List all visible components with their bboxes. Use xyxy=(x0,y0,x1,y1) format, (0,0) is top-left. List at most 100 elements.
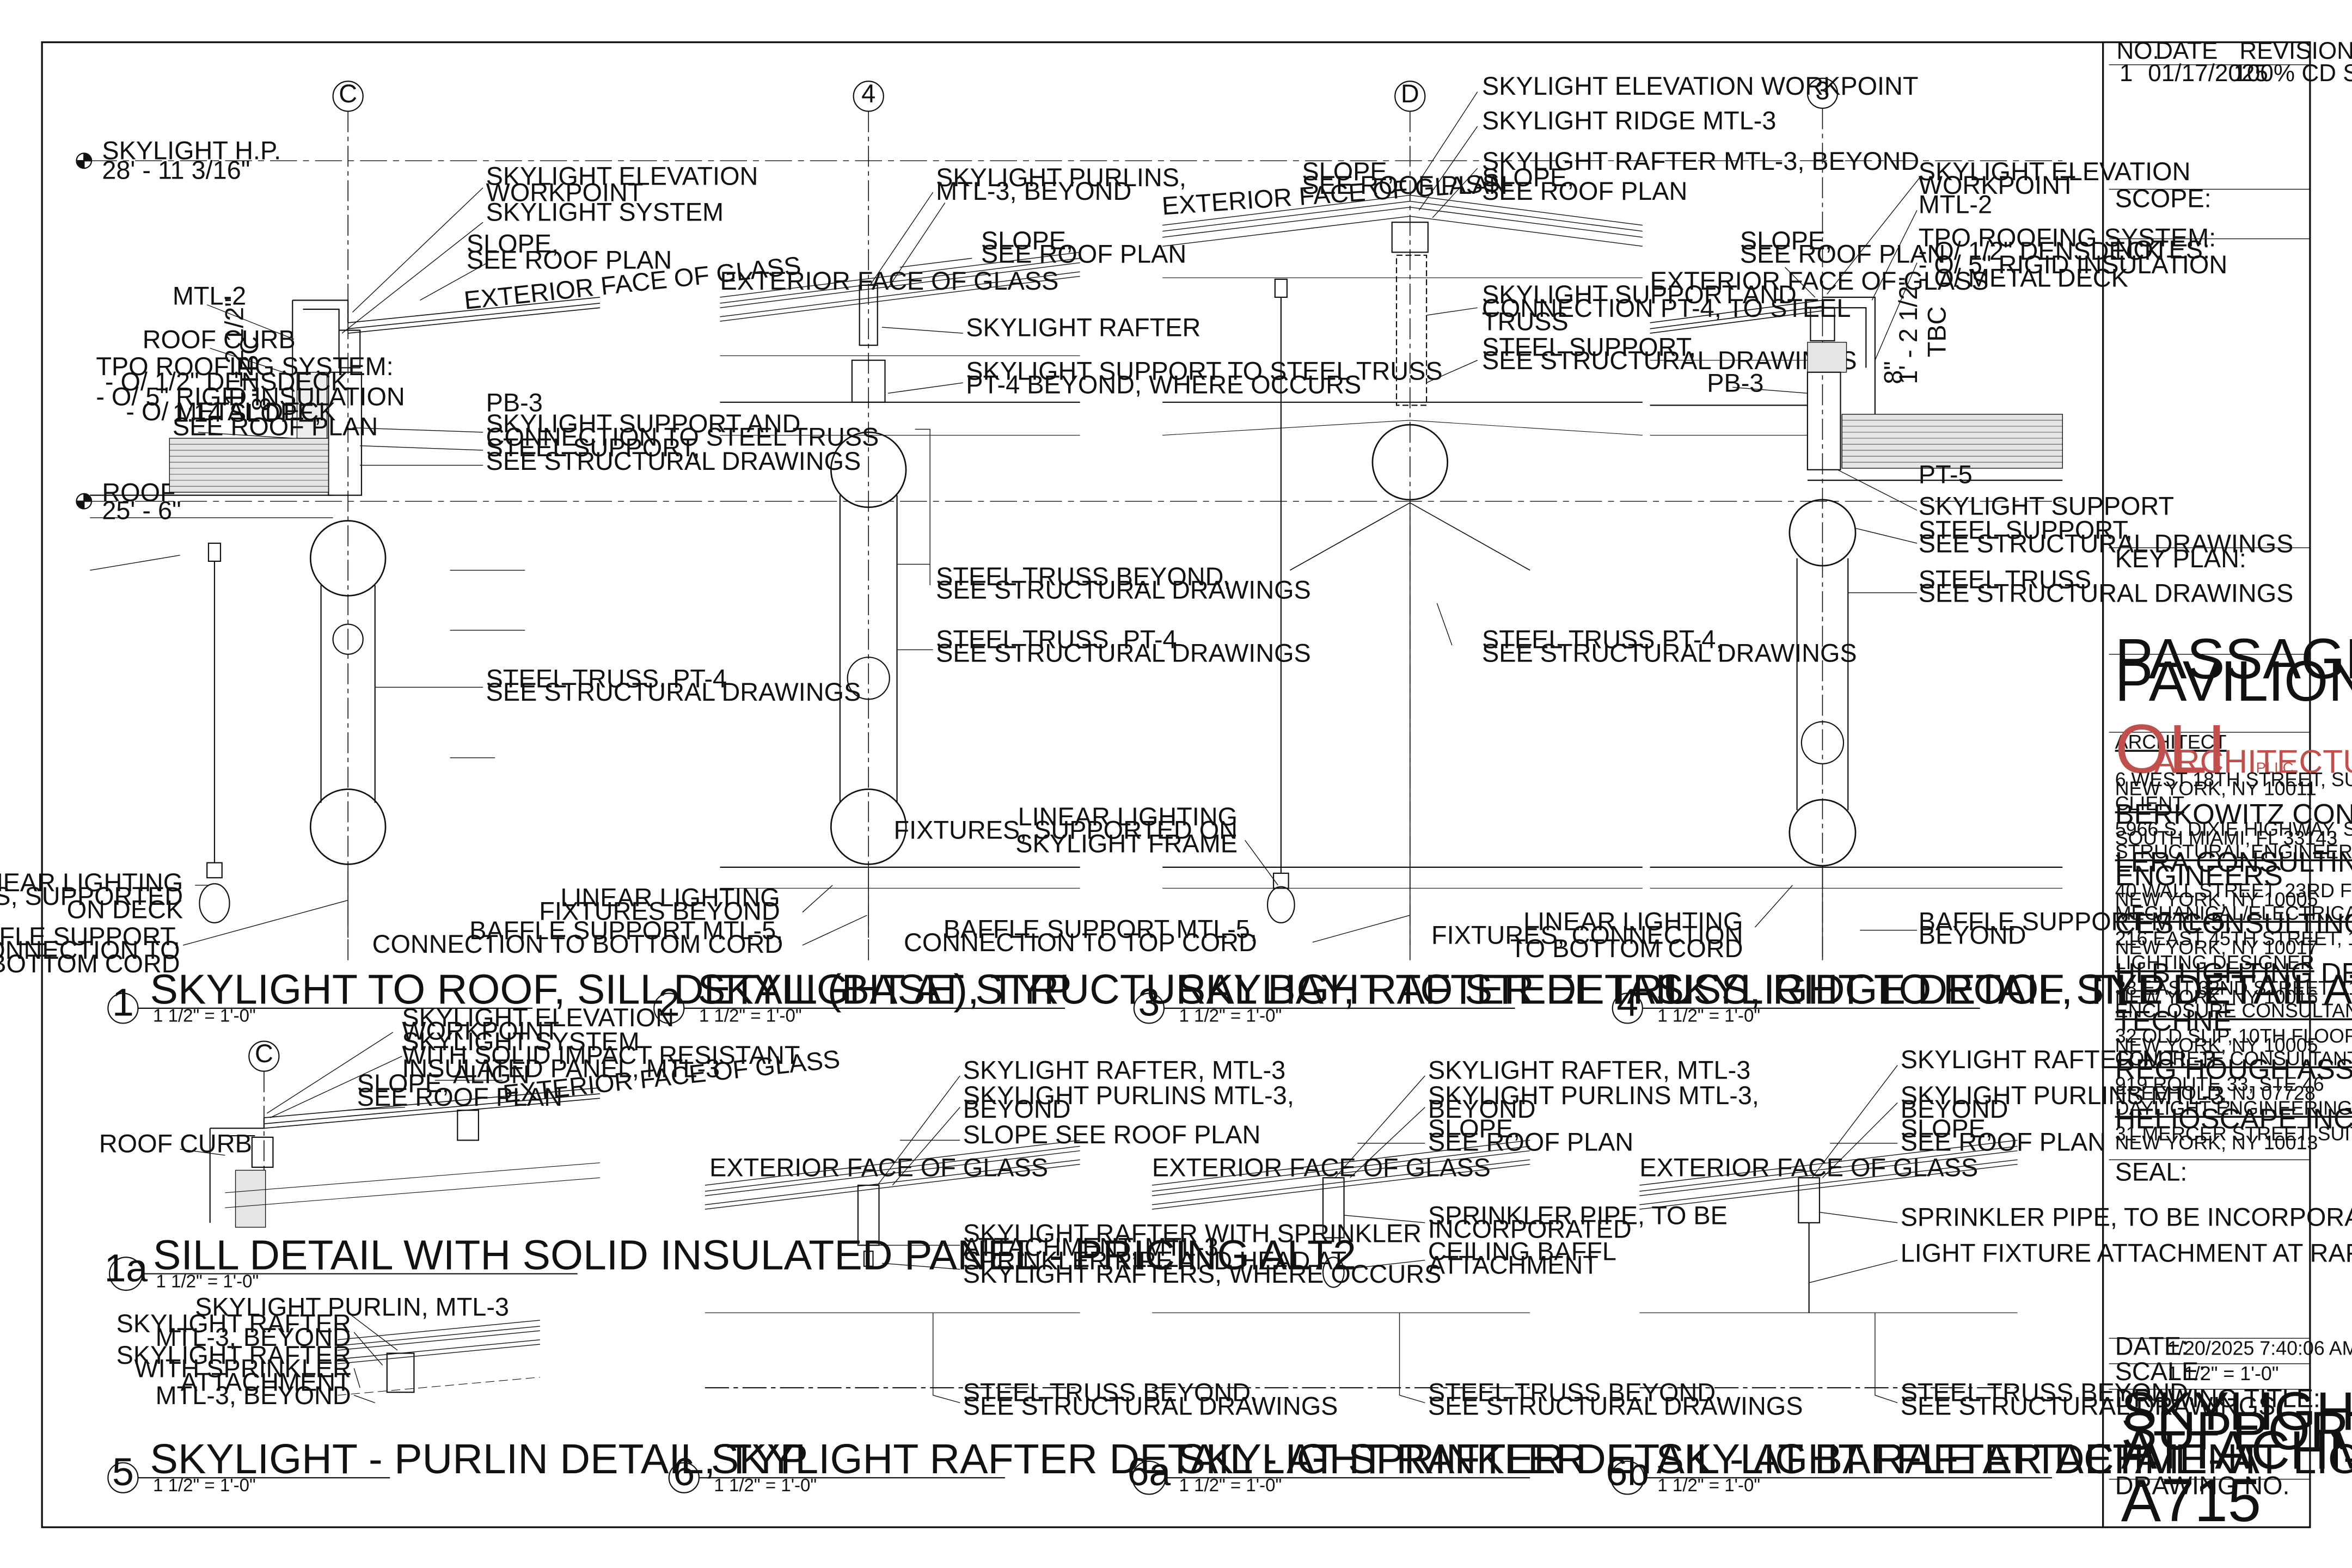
note-line: STEEL TRUSS BEYOND, xyxy=(1901,1379,2195,1407)
note: SKYLIGHT RAFTER, MTL-3 xyxy=(1428,1056,1750,1084)
note: SKYLIGHT RIDGE MTL-3 xyxy=(1482,106,1776,134)
firm-name: CES CONSULTING ENGINEERING SERVICES xyxy=(2115,908,2352,940)
role-label: CONCRETE CONSULTANT xyxy=(2115,1048,2352,1070)
note: 1:14 SLOPE,SEE ROOF PLAN xyxy=(173,399,378,441)
note: SKYLIGHT PURLINS MTL-3,BEYOND xyxy=(963,1081,1294,1123)
note: SKYLIGHT RAFTER MTL-3 xyxy=(1901,1045,2216,1074)
note-line: 1:14 SLOPE, xyxy=(173,399,321,427)
detail-title-4: 4 SKYLIGHT TO ROOF SILL DETAIL AT ENDS, … xyxy=(1612,966,2352,1026)
architect-block: ARCHITECT OLI ARCHITECTURE PLLC 6 WEST 1… xyxy=(2115,710,2352,799)
note-line: SEE ROOF PLAN xyxy=(1482,177,1687,205)
note-line: STEEL SUPPORT, xyxy=(1919,516,2133,544)
note-line: TPO ROOFING SYSTEM: xyxy=(96,352,393,381)
detail-title-6a: 6a SKYLIGHT RAFTER DETAIL - AT BAFFLE AT… xyxy=(1128,1436,2263,1496)
note-line: SPRINKLER PIPE, TO BE xyxy=(1428,1202,1728,1230)
note: SLOPE,SEE ROOF PLAN xyxy=(981,226,1186,268)
address-line: NEW YORK, NY 10016 xyxy=(2115,987,2318,1008)
grid-line-c-1a: C xyxy=(248,1039,280,1200)
note-line: BEYOND xyxy=(963,1095,1071,1123)
note-line: SEE STRUCTURAL DRAWINGS xyxy=(1428,1392,1803,1420)
note-line: BAFFLE SUPPORT, xyxy=(0,922,180,951)
grid-bubble-label: C xyxy=(339,79,357,108)
note: SLOPE,SEE ROOF PLAN xyxy=(1482,163,1687,205)
note-line: - O/ METAL DECK xyxy=(1919,264,2128,292)
note-line: SLOPE, xyxy=(1740,226,1832,255)
note-line: SKYLIGHT SYSTEM xyxy=(402,1027,639,1056)
detail-scale: 1 1/2" = 1'-0" xyxy=(714,1475,817,1496)
daylight-block: DAYLIGHT ENGINEERING CONSULTANT HELIOSCA… xyxy=(2115,1098,2352,1154)
note-line: SKYLIGHT SYSTEM xyxy=(486,198,724,226)
note-line: WITH SOLID IMPACT RESISTANT xyxy=(402,1041,800,1069)
note: BAFFLE SUPPORT MTL-5,BEYOND xyxy=(1919,908,2232,950)
note: SKYLIGHT RAFTER, MTL-3 xyxy=(963,1056,1285,1084)
note-line: SEE ROOF PLAN xyxy=(1428,1128,1633,1156)
note: SKYLIGHT PURLIN, MTL-3 xyxy=(195,1293,509,1321)
detail-2-graphics xyxy=(720,252,1080,938)
date-value: 1/20/2025 7:40:06 AM xyxy=(2167,1337,2352,1359)
grid-bubble-label: D xyxy=(1401,79,1419,108)
note: SKYLIGHT RAFTER xyxy=(966,314,1200,342)
role-label: STRUCTURAL ENGINEER xyxy=(2115,841,2352,862)
detail-5-graphics xyxy=(337,1320,540,1396)
sheet-border xyxy=(41,41,2311,1528)
client-block: CLIENT BERKOWITZ CONTEMPORARY FOUNDATION… xyxy=(2115,793,2352,849)
drawing-title-label: DRAWING TITLE: xyxy=(2115,1385,2320,1413)
note-line: - O/ 1/2" DENSDECK xyxy=(1919,237,2161,265)
detail-title-6b: 6b SKYLIGHT RAFTER DETAIL - AT LIGHT FIX… xyxy=(1606,1436,2352,1496)
concrete-block: CONCRETE CONSULTANT REG HOUGH ASSOCIATES… xyxy=(2115,1048,2352,1104)
detail-1a-graphics xyxy=(209,1080,601,1228)
detail-2-notes: SKYLIGHT PURLINS,MTL-3, BEYOND SLOPE,SEE… xyxy=(372,163,1443,958)
detail-title: SKYLIGHT TO ROOF, SILL DETAIL (BASE), TY… xyxy=(150,966,1072,1013)
dimension: 8" xyxy=(247,388,275,412)
detail-number: 2 xyxy=(658,981,680,1025)
note: STEEL TRUSS,SEE STRUCTURAL DRAWINGS xyxy=(1919,565,2294,607)
note-line: SEE STRUCTURAL DRAWINGS xyxy=(963,1392,1338,1420)
note: PB-3 xyxy=(1707,369,1763,397)
grid-bubble-label: 4 xyxy=(861,79,875,108)
note-line: STEEL SUPPORT, xyxy=(486,433,700,462)
note: LIGHT FIXTURE ATTACHMENT AT RAFTER xyxy=(1901,1239,2352,1267)
address-line: 6 WEST 18TH STREET, SUITE 2A xyxy=(2115,769,2352,791)
note-line: WITH SPRINKLER xyxy=(134,1355,351,1383)
note: EXTERIOR FACE OF GLASS xyxy=(709,1153,1048,1181)
level-marker-roof: ROOF 25' - 6" xyxy=(76,479,181,525)
note: SLOPE,SEE ROOF PLAN xyxy=(1901,1114,2106,1156)
scope-label: SCOPE: xyxy=(2115,185,2212,213)
enclosure-block: ENCLOSURE CONSULTANT TECHNE 32 OLD SLIP,… xyxy=(2115,1000,2352,1056)
note: TPO ROOFING SYSTEM: - O/ 1/2" DENSDECK -… xyxy=(1919,223,2227,292)
note-line: STEEL TRUSS, PT-4 xyxy=(486,664,727,693)
note: PB-3 xyxy=(486,388,543,416)
note: ALIGN xyxy=(453,1061,530,1089)
title-block: NO. DATE REVISION 1 01/17/2025 100% CD S… xyxy=(2109,38,2352,1534)
note-line: SKYLIGHT SUPPORT AND xyxy=(1482,280,1797,309)
detail-number: 6a xyxy=(1128,1450,1171,1494)
address-line: NEW YORK, NY 10011 xyxy=(2115,778,2317,800)
note-line: BAFFLE SUPPORT MTL-5, xyxy=(944,915,1257,943)
note-line: FIXTURES, SUPPORTED ON xyxy=(894,816,1238,844)
note-line: TPO ROOFING SYSTEM: xyxy=(1919,223,2216,252)
note-line: PT-4 BEYOND, WHERE OCCURS xyxy=(966,370,1361,399)
firm-name: ENGINEERS xyxy=(2115,860,2283,892)
note: SLOPE,SEE ROOF PLAN xyxy=(1302,157,1507,199)
note-line: STEEL TRUSS PT-4, xyxy=(1482,626,1723,654)
note: EXTERIOR FACE OF GLASS xyxy=(1639,1153,1978,1181)
note-line: CONNECTION TO BOTTOM CORD xyxy=(372,930,783,958)
note-line: INSULATED PANEL, MTL-3 xyxy=(402,1055,720,1083)
note: BAFFLE SUPPORT MTL-5,CONNECTION TO TOP C… xyxy=(904,915,1257,957)
grid-line-c: C xyxy=(332,79,364,960)
project-name-line: PAVILION xyxy=(2115,650,2352,713)
detail-4-graphics xyxy=(1650,296,2063,960)
note-line: WORKPOINT xyxy=(402,1017,559,1045)
detail-title: SKYLIGHT AT STRUCTURAL BAY, RAFTER DETAI… xyxy=(697,966,1690,1013)
note: SKYLIGHT PURLINS MTL-3,BEYOND xyxy=(1428,1081,1759,1123)
detail-number: 1a xyxy=(105,1246,148,1290)
role-label: ARCHITECT xyxy=(2115,731,2227,753)
